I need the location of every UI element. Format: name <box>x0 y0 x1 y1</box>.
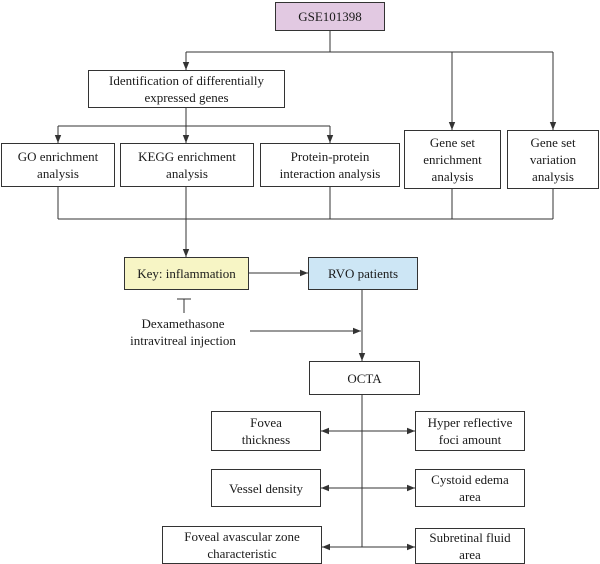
cystoid-edema-node: Cystoid edema area <box>415 469 525 507</box>
rvo-patients-node: RVO patients <box>308 257 418 290</box>
gse-node: GSE101398 <box>275 2 385 31</box>
key-inflammation-node: Key: inflammation <box>124 257 249 290</box>
octa-node: OCTA <box>309 361 420 395</box>
fovea-thickness-node: Fovea thickness <box>211 411 321 451</box>
deg-node: Identification of differentially express… <box>88 70 285 108</box>
gsva-node: Gene set variation analysis <box>507 130 599 189</box>
go-node: GO enrichment analysis <box>1 143 115 187</box>
gsea-node: Gene set enrichment analysis <box>404 130 501 189</box>
dexamethasone-label: Dexamethasone intravitreal injection <box>130 316 236 348</box>
ppi-node: Protein-protein interaction analysis <box>260 143 400 187</box>
kegg-node: KEGG enrichment analysis <box>120 143 254 187</box>
vessel-density-node: Vessel density <box>211 469 321 507</box>
faz-node: Foveal avascular zone characteristic <box>162 526 322 564</box>
hyper-reflective-node: Hyper reflective foci amount <box>415 411 525 451</box>
subretinal-fluid-node: Subretinal fluid area <box>415 528 525 564</box>
